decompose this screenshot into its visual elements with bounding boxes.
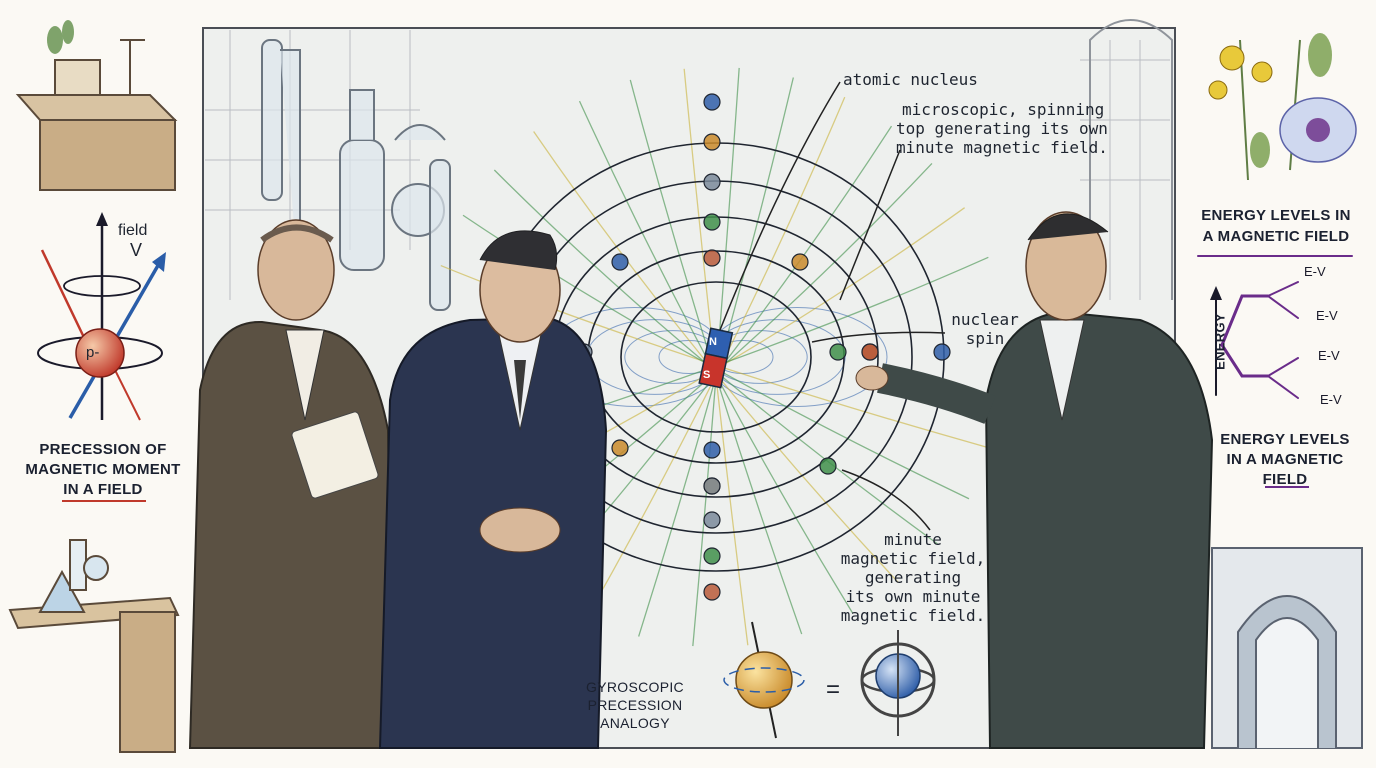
energy-levels-title-line-2: A MAGNETIC FIELD [1202, 228, 1350, 245]
caption-underline-purple [1265, 486, 1309, 488]
magnet-s-label: S [703, 369, 711, 381]
energy-levels-title-line-1: ENERGY LEVELS IN [1201, 207, 1351, 224]
label-nuclear-spin-line-1: nuclear [951, 310, 1019, 329]
caption-underline-red [62, 500, 146, 502]
precession-caption-line-1: PRECESSION OF [39, 441, 167, 458]
label-minute-field-line-5: magnetic field. [840, 606, 986, 625]
gyroscope-caption-line-3: ANALOGY [600, 715, 670, 731]
electron-dot [703, 249, 721, 267]
lab-bench-sketch [8, 539, 180, 753]
field-stroke [493, 169, 939, 545]
electron-dot [703, 133, 721, 151]
energy-level-diagram [1197, 255, 1353, 399]
archway-sketch [1211, 547, 1363, 749]
electron-dot [819, 457, 837, 475]
label-minute-field-line-4: its own minute [845, 587, 981, 606]
precession-caption-line-2: MAGNETIC MOMENT [25, 461, 181, 478]
label-atomic-nucleus: atomic nucleus [843, 70, 978, 89]
precession-caption-line-3: IN A FIELD [63, 481, 143, 498]
electron-dot [611, 253, 629, 271]
gyroscope-caption-line-2: PRECESSION [587, 697, 683, 713]
label-minute-field-line-2: magnetic field, [840, 549, 986, 568]
v-label: V [130, 240, 143, 260]
bar-magnet [698, 327, 734, 389]
electron-dot [703, 93, 721, 111]
electron-dot [791, 253, 809, 271]
orbit-ring [620, 281, 812, 433]
label-spinning-top: microscopic, spinning top generating its… [896, 100, 1108, 157]
flower-illustration [1208, 33, 1357, 181]
label-spinning-top-line-2: top generating its own [896, 119, 1108, 138]
electron-dot [829, 343, 847, 361]
energy-level-label-3: E-V [1318, 348, 1340, 363]
energy-levels-caption: ENERGY LEVELS IN A MAGNETIC FIELD [1200, 430, 1370, 490]
electron-dot [703, 583, 721, 601]
electron-dot [861, 343, 879, 361]
label-spinning-top-line-1: microscopic, spinning [902, 100, 1105, 119]
energy-axis-label: ENERGY [1212, 313, 1228, 370]
electron-dot [611, 439, 629, 457]
gyroscope-caption: GYROSCOPIC PRECESSION ANALOGY [570, 678, 700, 732]
gyroscope-caption-line-1: GYROSCOPIC [586, 679, 684, 695]
electron-markers [575, 93, 951, 601]
field-stroke [533, 131, 899, 583]
annotation-leaders [719, 81, 946, 531]
energy-level-label-2: E-V [1316, 308, 1338, 323]
label-minute-field-line-3: generating [864, 568, 962, 587]
scientist-left [188, 219, 394, 749]
label-nuclear-spin-line-2: spin [965, 329, 1005, 348]
energy-levels-title: ENERGY LEVELS IN A MAGNETIC FIELD [1196, 205, 1356, 247]
label-spinning-top-line-3: minute magnetic field. [896, 138, 1108, 157]
gyroscope-icon [860, 630, 936, 736]
energy-level-label-1: E-V [1304, 264, 1326, 279]
label-nuclear-spin: nuclear spin [950, 310, 1020, 348]
proton-label: p- [86, 344, 100, 361]
energy-levels-caption-line-1: ENERGY LEVELS [1220, 431, 1350, 448]
scientist-center [378, 230, 608, 749]
energy-level-label-4: E-V [1320, 392, 1342, 407]
precession-diagram [37, 212, 166, 421]
label-minute-field: minute magnetic field, generating its ow… [838, 530, 988, 625]
electron-dot [703, 213, 721, 231]
field-label: field [118, 222, 148, 239]
precession-caption: PRECESSION OF MAGNETIC MOMENT IN A FIELD [18, 440, 188, 500]
magnet-n-label: N [709, 336, 717, 348]
equals-sign: = [826, 676, 841, 703]
electron-dot [703, 511, 721, 529]
electron-dot [703, 547, 721, 565]
plant-sprig [47, 20, 74, 54]
label-minute-field-line-1: minute [884, 530, 942, 549]
electron-dot [703, 477, 721, 495]
energy-levels-caption-line-2: IN A MAGNETIC [1226, 451, 1344, 468]
spinning-ball-icon [723, 621, 805, 739]
scientist-right [855, 211, 1214, 749]
lab-desk-sketch [15, 39, 178, 191]
electron-dot [703, 441, 721, 459]
electron-dot [933, 343, 951, 361]
energy-levels-caption-line-3: FIELD [1262, 471, 1308, 488]
electron-dot [703, 173, 721, 191]
